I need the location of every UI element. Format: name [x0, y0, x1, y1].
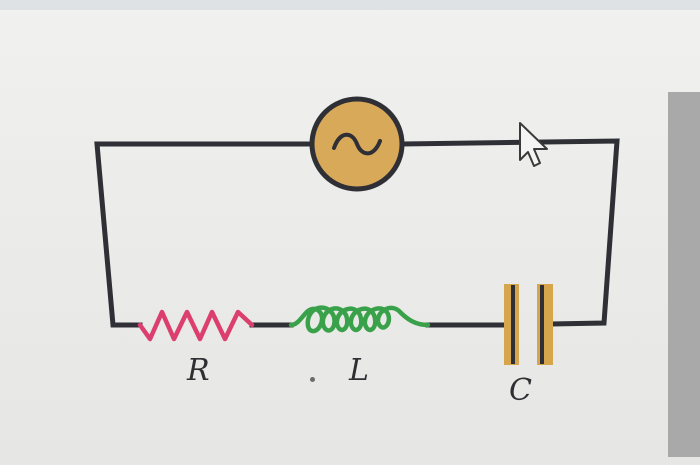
resistor-label: R	[187, 353, 210, 388]
circuit-wires	[94, 138, 620, 328]
capacitor-icon	[504, 284, 553, 365]
resistor-icon	[137, 309, 255, 342]
inductor-icon	[288, 305, 431, 334]
mouse-cursor-icon	[519, 122, 548, 167]
top-left-wire	[94, 141, 314, 328]
ac-source-icon	[309, 96, 405, 192]
top-right-wire	[400, 138, 620, 327]
top-strip	[0, 0, 700, 10]
capacitor-label: C	[509, 373, 532, 408]
right-scrollbar[interactable]	[668, 92, 700, 457]
stray-dot	[310, 377, 315, 382]
inductor-label: L	[349, 353, 369, 388]
